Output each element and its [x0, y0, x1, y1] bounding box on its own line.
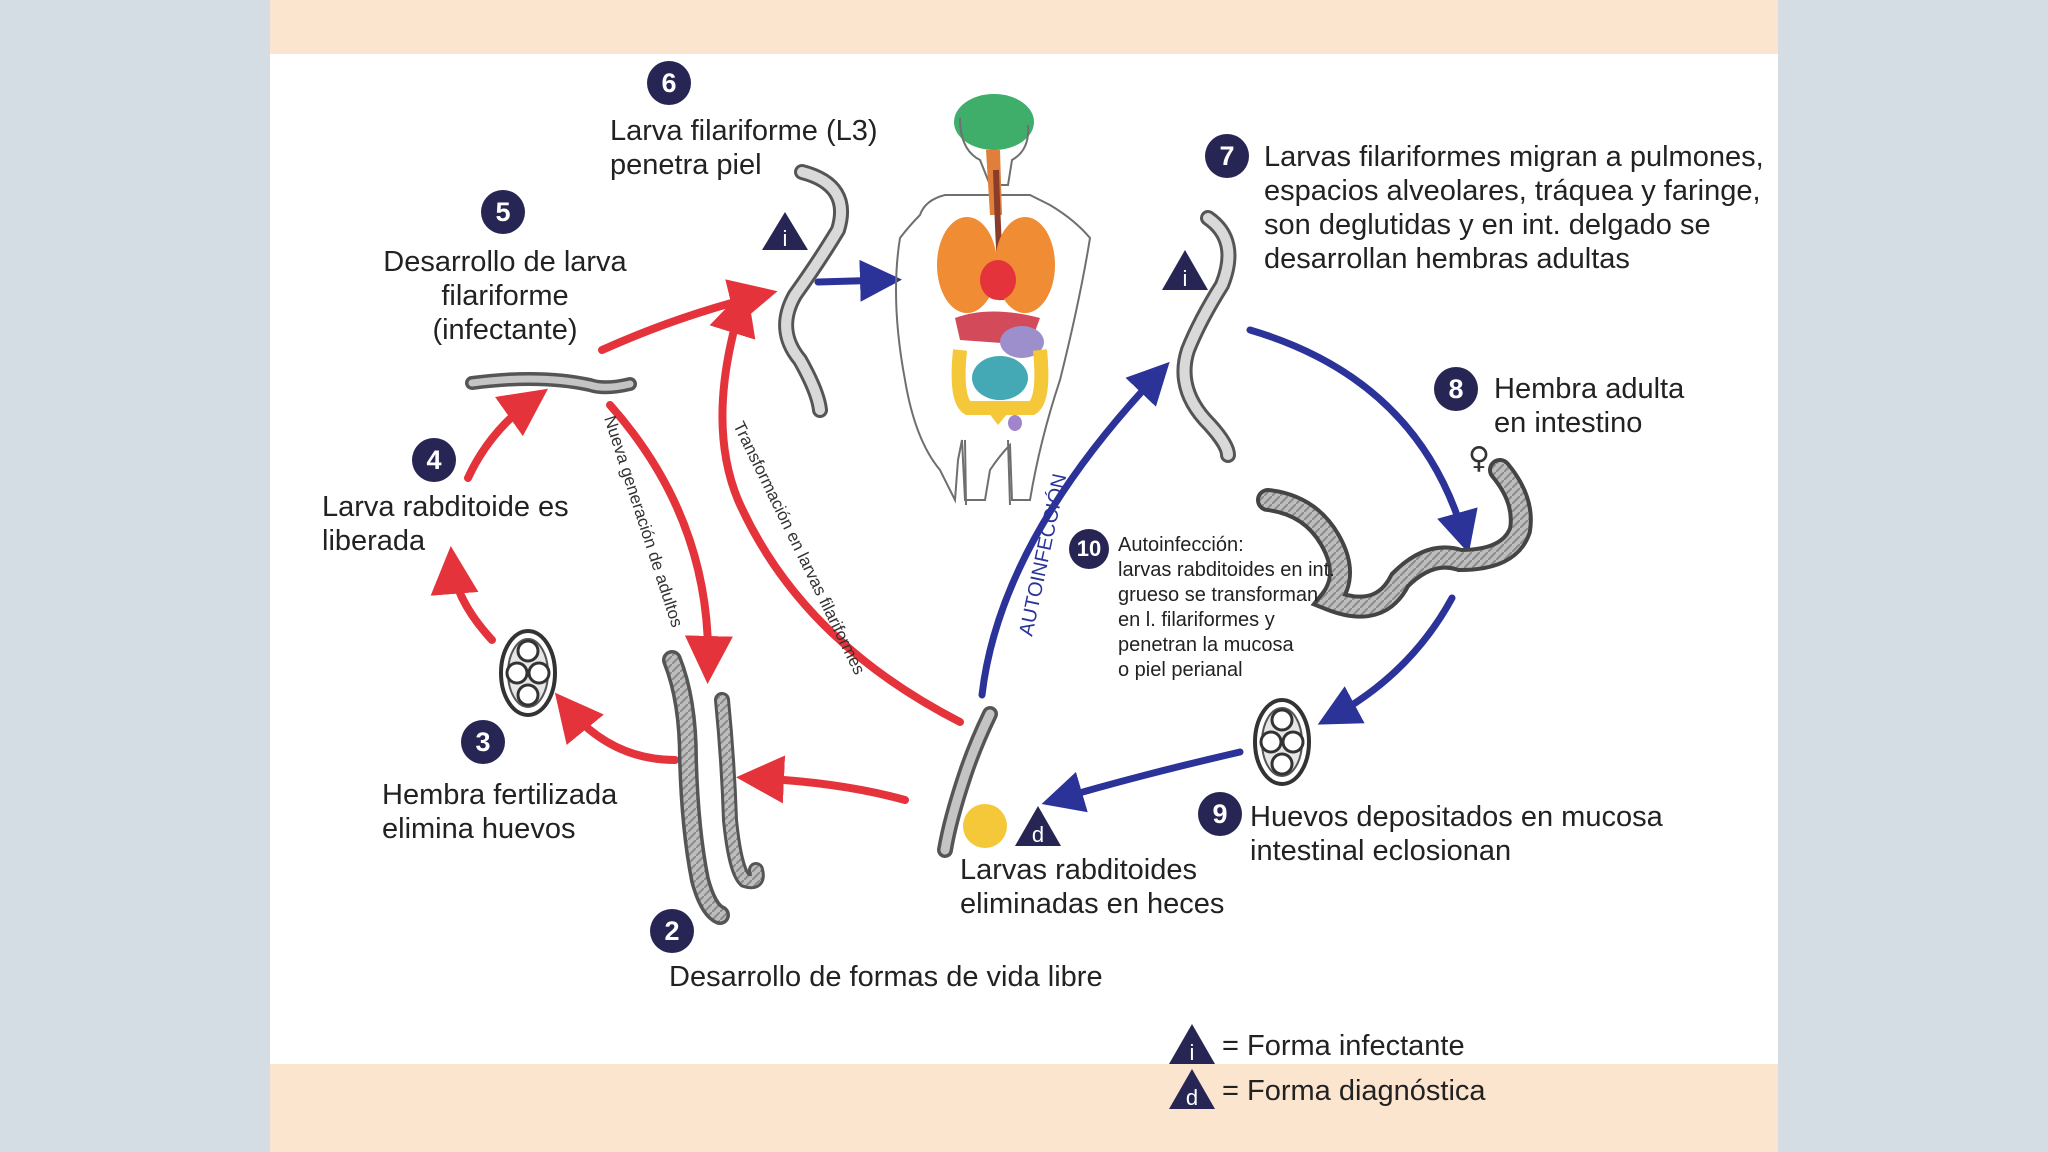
free-living-cycle-arrows: [430, 279, 964, 804]
step-badge-3: 3: [461, 720, 505, 764]
filariform-larva-skin-worm: [778, 164, 850, 418]
svg-text:i: i: [1190, 1040, 1195, 1065]
svg-text:d: d: [1186, 1085, 1198, 1110]
small-intestine-icon: [972, 356, 1028, 400]
female-symbol: ♀: [1468, 441, 1490, 476]
diagnostic-form-marker: d: [1015, 806, 1061, 847]
arrow-new-generation: [606, 401, 733, 684]
adult-female-worm: [1256, 458, 1533, 619]
arrow-autoinfection: [978, 361, 1170, 699]
worm-illustrations: [465, 164, 1533, 925]
arrow-free-forms-to-eggs: [554, 692, 679, 764]
svg-text:d: d: [1032, 822, 1044, 847]
step-badge-2: 2: [650, 909, 694, 953]
step-badge-6: 6: [647, 61, 691, 105]
parasitic-cycle-arrows: [814, 259, 1478, 813]
step-badge-4: 4: [412, 438, 456, 482]
bladder-icon: [1008, 415, 1022, 431]
arrow-eggs-to-rhabditoid: [430, 546, 496, 644]
step-6-text: Larva filariforme (L3) penetra piel: [610, 115, 878, 181]
label-transformation: Transformación en larvas filariformes: [729, 418, 868, 677]
stool-marker-dot: [963, 804, 1007, 848]
legend-diagnostic-text: = Forma diagnóstica: [1222, 1075, 1486, 1107]
step-1-text: Larvas rabditoides eliminadas en heces: [960, 854, 1225, 920]
svg-text:i: i: [1183, 266, 1188, 291]
heart-icon: [980, 260, 1016, 300]
step-5-text: Desarrollo de larva filariforme (infecta…: [383, 246, 627, 346]
egg-cluster-right: [1253, 698, 1311, 786]
step-badge-7: 7: [1205, 134, 1249, 178]
step-2-text: Desarrollo de formas de vida libre: [669, 961, 1103, 993]
arrow-adults-to-intestine: [1246, 326, 1478, 554]
arrow-transformation: [709, 286, 964, 726]
arrow-skin-to-body: [814, 259, 902, 302]
human-body-illustration: [895, 94, 1092, 506]
stomach-icon: [1000, 326, 1044, 358]
filariform-larva-worm: [465, 371, 637, 395]
step-3-text: Hembra fertilizada elimina huevos: [382, 779, 618, 845]
infective-form-marker-skin: i: [762, 212, 808, 251]
filariform-larva-migrating-worm: [1176, 210, 1237, 463]
egg-cluster-left: [499, 629, 557, 717]
step-8-text: Hembra adulta en intestino: [1494, 373, 1685, 439]
step-badge-8: 8: [1434, 367, 1478, 411]
step-badge-5: 5: [481, 190, 525, 234]
legend-diagnostic-marker: d: [1169, 1069, 1215, 1110]
step-9-text: Huevos depositados en mucosa intestinal …: [1250, 801, 1663, 867]
arrow-intestine-to-eggs: [1317, 594, 1456, 725]
rhabditoid-larva-worm: [937, 706, 998, 858]
step-7-text: Larvas filariformes migran a pulmones, e…: [1264, 141, 1764, 275]
step-badge-10: 10: [1069, 529, 1109, 569]
free-living-adult-worm-1: [662, 650, 730, 925]
step-10-text: Autoinfección: larvas rabditoides en int…: [1118, 534, 1335, 681]
infective-form-marker-migration: i: [1162, 250, 1208, 291]
arrow-larvae-to-free-forms: [736, 755, 909, 804]
brain-icon: [954, 94, 1034, 150]
step-4-text: Larva rabditoide es liberada: [322, 491, 569, 557]
arrow-rhabditoid-to-filariform: [464, 388, 549, 482]
free-living-adult-worm-2: [714, 692, 765, 890]
legend-infective-marker: i: [1169, 1024, 1215, 1065]
step-badge-9: 9: [1198, 792, 1242, 836]
svg-text:i: i: [783, 226, 788, 251]
arrow-eggs-to-larvae: [1041, 748, 1244, 813]
legend-infective-text: = Forma infectante: [1222, 1030, 1465, 1062]
